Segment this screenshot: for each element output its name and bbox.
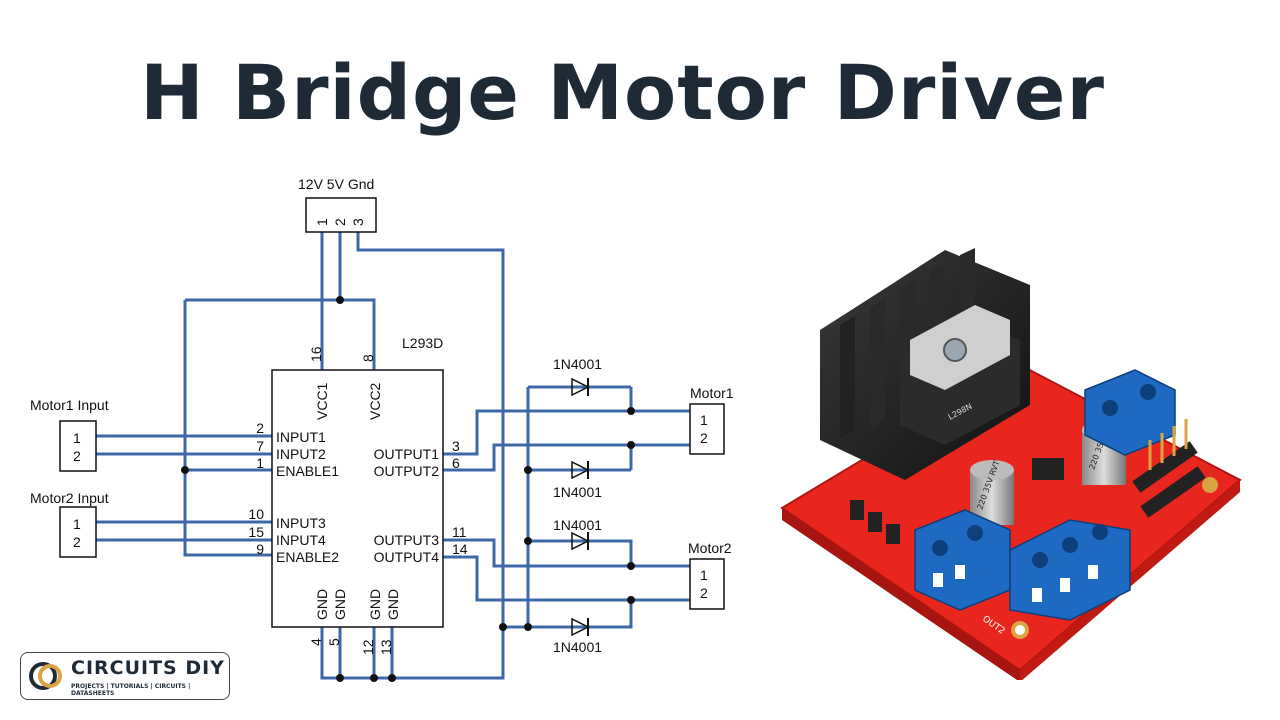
pin-14-number: 14 xyxy=(452,541,468,557)
pin-3-number: 3 xyxy=(452,438,460,454)
motor1-input-pin-2: 2 xyxy=(73,448,81,464)
pin-gnd-label-4: GND xyxy=(314,589,330,620)
motor1-pin-2: 2 xyxy=(700,430,708,446)
header-pins xyxy=(1148,419,1188,470)
motor2-input-label: Motor2 Input xyxy=(30,490,109,506)
terminal-block-top xyxy=(1084,369,1176,456)
ic-body xyxy=(271,369,444,628)
pin-6-number: 6 xyxy=(452,455,460,471)
pin-input3-label: INPUT3 xyxy=(276,515,326,531)
motor1-connector xyxy=(689,403,725,455)
power-pin-1: 1 xyxy=(314,218,330,226)
logo-text: CIRCUITS DIY xyxy=(71,657,225,679)
wire-output4 xyxy=(443,555,690,602)
wire-vcc2 xyxy=(185,298,376,370)
pin-2-number: 2 xyxy=(256,420,264,436)
pin-4-number: 4 xyxy=(308,638,324,646)
power-pin-2: 2 xyxy=(332,218,348,226)
pin-12-number: 12 xyxy=(360,639,376,655)
motor1-input-label: Motor1 Input xyxy=(30,397,109,413)
pin-11-number: 11 xyxy=(452,524,467,540)
wire-enable-bus xyxy=(183,300,272,557)
wires xyxy=(96,232,690,680)
pin-enable1-label: ENABLE1 xyxy=(276,463,339,479)
terminal-block-right xyxy=(1009,519,1131,621)
power-pin-3: 3 xyxy=(350,218,366,226)
l298n-module-image: L298N 220 35V RVT 220 35V RVT OUT2 xyxy=(780,248,1242,680)
pin-8-number: 8 xyxy=(360,354,376,362)
schematic-diagram: L293D 16 8 VCC1 VCC2 2 7 1 10 15 9 INPUT… xyxy=(30,176,734,682)
pin-input4-label: INPUT4 xyxy=(276,532,326,548)
pin-10-number: 10 xyxy=(248,506,264,522)
motor2-input-pin-1: 1 xyxy=(73,516,81,532)
diode-1-label: 1N4001 xyxy=(553,356,602,372)
diode-4-label: 1N4001 xyxy=(553,639,602,655)
wire-output2 xyxy=(443,443,690,472)
power-connector-body xyxy=(305,197,377,233)
pin-output4-label: OUTPUT4 xyxy=(374,549,440,565)
pin-15-number: 15 xyxy=(248,524,264,540)
pin-gnd-label-13: GND xyxy=(385,589,401,620)
pin-output1-label: OUTPUT1 xyxy=(374,446,440,462)
power-connector-label: 12V 5V Gnd xyxy=(298,176,374,192)
diode-2 xyxy=(571,460,590,480)
wire-output1 xyxy=(443,409,690,456)
motor2-pin-2: 2 xyxy=(700,585,708,601)
page-title: H Bridge Motor Driver xyxy=(140,48,1105,137)
wire-gnd-pins xyxy=(320,627,392,680)
pin-input2-label: INPUT2 xyxy=(276,446,326,462)
motor1-input-pin-1: 1 xyxy=(73,430,81,446)
pin-vcc2-label: VCC2 xyxy=(367,382,383,420)
terminal-block-left xyxy=(914,509,1011,611)
motor2-label: Motor2 xyxy=(688,540,732,556)
wire-output3 xyxy=(443,538,690,568)
pin-gnd-label-5: GND xyxy=(332,589,348,620)
pin-vcc1-label: VCC1 xyxy=(314,382,330,420)
smd-chip xyxy=(1032,458,1064,480)
pin-output3-label: OUTPUT3 xyxy=(374,532,440,548)
diode-1 xyxy=(571,377,590,397)
motor2-connector xyxy=(689,558,725,610)
logo-tagline: PROJECTS | TUTORIALS | CIRCUITS | DATASH… xyxy=(71,683,191,697)
ic-name: L293D xyxy=(402,335,443,351)
pin-input1-label: INPUT1 xyxy=(276,429,326,445)
pin-5-number: 5 xyxy=(326,638,342,646)
motor2-input-connector xyxy=(59,506,97,558)
circuits-diy-logo: CIRCUITS DIY PROJECTS | TUTORIALS | CIRC… xyxy=(20,652,230,700)
pin-gnd-label-12: GND xyxy=(367,589,383,620)
motor1-label: Motor1 xyxy=(690,385,734,401)
wire-gnd xyxy=(322,232,505,680)
diode-2-label: 1N4001 xyxy=(553,484,602,500)
pin-headers xyxy=(850,441,1206,544)
motor1-pin-1: 1 xyxy=(700,412,708,428)
pin-9-number: 9 xyxy=(256,541,264,557)
diode-3-label: 1N4001 xyxy=(553,517,602,533)
pin-output2-label: OUTPUT2 xyxy=(374,463,440,479)
pin-1-number: 1 xyxy=(256,455,264,471)
motor1-input-connector xyxy=(59,420,97,472)
pin-enable2-label: ENABLE2 xyxy=(276,549,339,565)
diode-4 xyxy=(571,617,590,637)
pin-7-number: 7 xyxy=(256,438,264,454)
diode-3 xyxy=(571,531,590,551)
motor2-pin-1: 1 xyxy=(700,567,708,583)
pin-13-number: 13 xyxy=(378,639,394,655)
heatsink: L298N xyxy=(820,248,1030,480)
logo-icon xyxy=(29,662,62,690)
junction-dots xyxy=(181,296,635,682)
pin-16-number: 16 xyxy=(308,346,324,362)
motor2-input-pin-2: 2 xyxy=(73,534,81,550)
